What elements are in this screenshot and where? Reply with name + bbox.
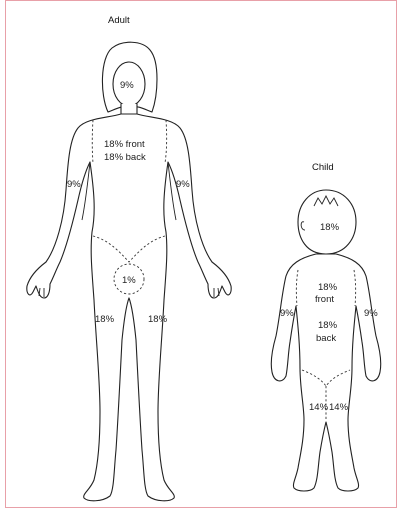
adult-right-arm-label: 9%: [176, 179, 190, 190]
adult-trunk-front-label: 18% front: [104, 139, 145, 150]
adult-trunk-back-label: 18% back: [104, 152, 146, 163]
child-head-label: 18%: [320, 222, 340, 233]
adult-figure: [27, 42, 231, 501]
child-left-arm-label: 9%: [280, 308, 294, 319]
child-right-arm-label: 9%: [364, 308, 378, 319]
child-trunk-back-pct-label: 18%: [318, 320, 338, 331]
child-right-leg-label: 14%: [329, 402, 349, 413]
child-trunk-front-pct-label: 18%: [318, 282, 338, 293]
adult-right-leg-label: 18%: [148, 314, 168, 325]
adult-head-label: 9%: [120, 80, 134, 91]
adult-body-outline: [27, 114, 231, 501]
adult-left-leg-label: 18%: [95, 314, 115, 325]
adult-title: Adult: [108, 15, 130, 26]
child-trunk-front-label: front: [315, 294, 334, 305]
adult-left-arm-label: 9%: [67, 179, 81, 190]
adult-perineum-label: 1%: [122, 275, 136, 286]
child-left-leg-label: 14%: [309, 402, 329, 413]
child-title: Child: [312, 162, 334, 173]
child-trunk-back-label: back: [316, 333, 336, 344]
